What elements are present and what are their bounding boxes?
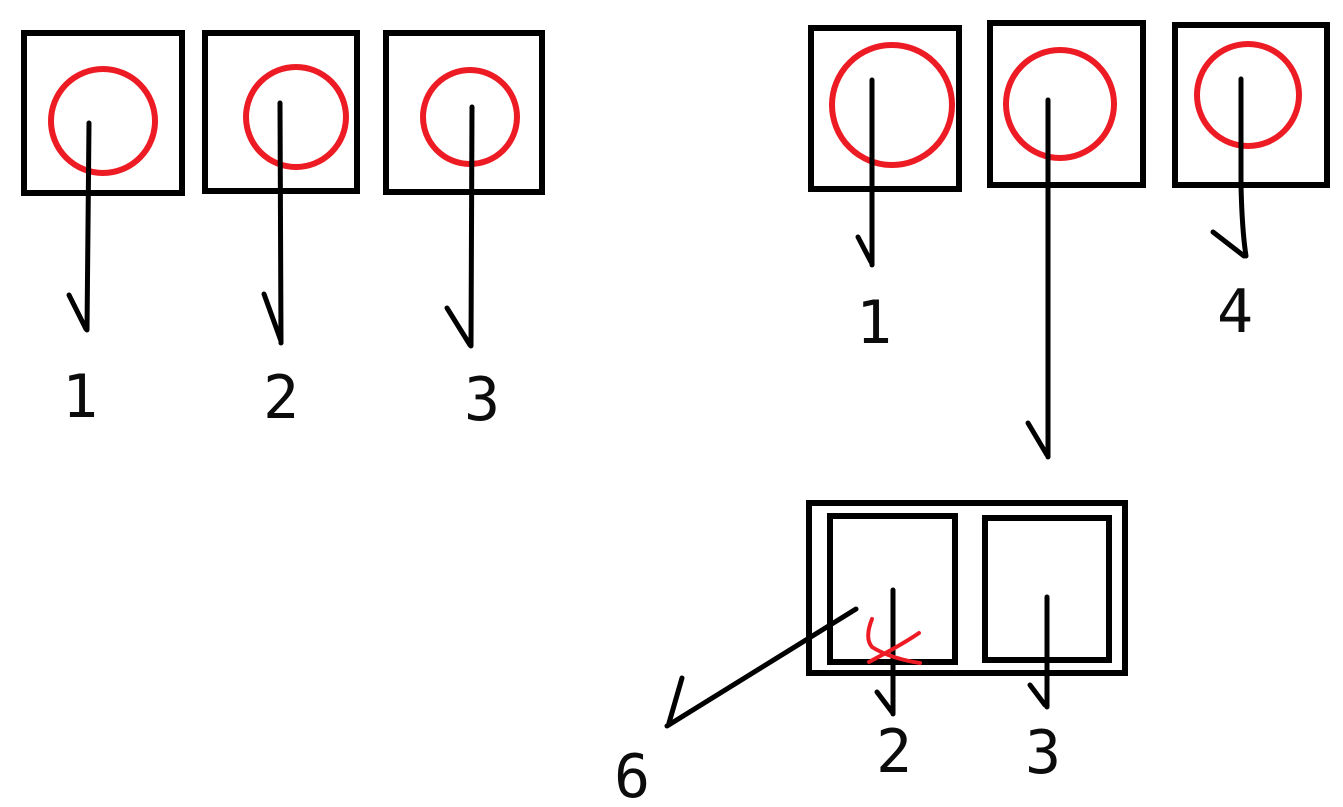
left-group: 1 2 3 [21, 30, 545, 435]
right-cell-3-arrowhead [1210, 229, 1247, 259]
left-cell-2-circle [243, 64, 349, 170]
left-cell-1-pointer-line [84, 120, 92, 333]
detail-label-2: 2 [876, 717, 912, 787]
left-cell-2-pointer-line [277, 100, 284, 346]
right-pane-arrowhead [1027, 682, 1048, 708]
left-cell-3-square [383, 30, 545, 195]
right-cell-2-square [987, 20, 1146, 188]
right-cell-3-square [1172, 22, 1330, 188]
right-cell-3-circle [1194, 41, 1302, 149]
red-x-stroke-2 [867, 631, 921, 664]
callout-arrowhead [666, 675, 685, 726]
left-cell-1-arrowhead [66, 292, 89, 332]
left-cell-1-circle [48, 66, 158, 176]
right-cell-3-pointer-line [1238, 76, 1249, 259]
left-cell-3-pointer-line [468, 104, 475, 349]
left-label-2: 2 [263, 363, 299, 433]
right-label-4: 4 [1217, 277, 1253, 347]
left-cell-2-arrowhead [261, 291, 284, 344]
detail-box: 2 3 6 [614, 500, 1128, 807]
right-cell-1-square [808, 25, 962, 192]
right-group: 1 4 [808, 20, 1330, 460]
left-pane-arrowhead [874, 689, 895, 715]
right-label-1: 1 [856, 288, 892, 358]
right-cell-2-arrowhead [1025, 420, 1050, 458]
left-label-3: 3 [464, 365, 500, 435]
left-cell-3-arrowhead [444, 305, 473, 348]
red-x-mark [866, 617, 922, 665]
right-cell-2-circle [1003, 47, 1117, 161]
detail-label-3: 3 [1025, 718, 1061, 788]
right-cell-1-arrowhead [855, 234, 874, 265]
detail-box-outer-rect [806, 500, 1128, 676]
right-cell-1-circle [829, 42, 955, 168]
left-label-1: 1 [62, 362, 98, 432]
callout-arrow-line [664, 606, 859, 729]
red-x-stroke-1 [866, 617, 922, 665]
detail-label-6: 6 [614, 742, 650, 807]
left-cell-1-square [21, 30, 185, 196]
